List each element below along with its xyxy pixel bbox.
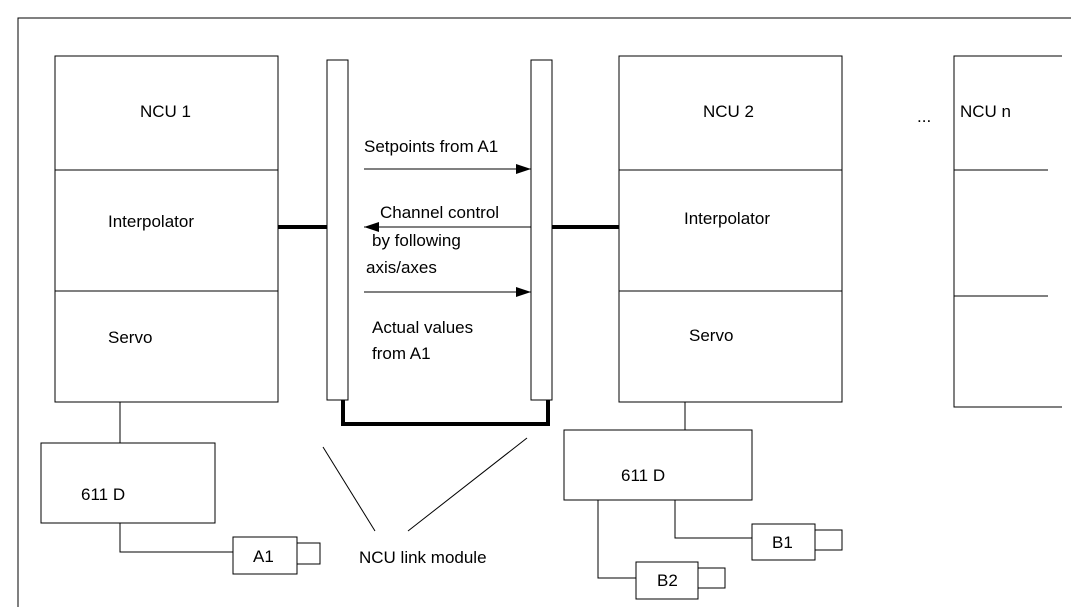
link-connection-bottom <box>341 400 550 426</box>
ncu1-block <box>54 55 279 403</box>
ellipsis-label: ... <box>917 107 931 126</box>
drive1-motor-a1-connection <box>119 523 233 553</box>
link-module-right-bar <box>530 59 553 401</box>
ncun-label: NCU n <box>960 102 1011 121</box>
link-module-pointer-right <box>407 437 528 532</box>
actual-values-label: Actual values from A1 <box>372 318 478 363</box>
channel-control-line-3: axis/axes <box>366 258 437 277</box>
motor-b1-shaft <box>814 529 843 551</box>
link-module-label: NCU link module <box>359 548 487 567</box>
drive1-label: 611 D <box>81 485 125 504</box>
interpolator2-label: Interpolator <box>684 209 770 228</box>
motor-b1 <box>751 523 816 561</box>
motor-a1 <box>232 536 298 575</box>
drive1-block <box>40 442 216 524</box>
setpoints-label: Setpoints from A1 <box>364 137 498 156</box>
diagram-frame <box>17 17 1071 607</box>
servo2-label: Servo <box>689 326 733 345</box>
motor-a1-shaft <box>296 542 321 565</box>
drive2-motor-b1-connection <box>674 500 752 539</box>
interpolator1-label: Interpolator <box>108 212 194 231</box>
ncun-block <box>953 55 1062 408</box>
channel-control-line-2: by following <box>372 231 461 250</box>
actual-values-line-1: Actual values <box>372 318 473 337</box>
link-module-pointer-left <box>322 446 376 532</box>
actual-values-line-2: from A1 <box>372 344 431 363</box>
servo1-label: Servo <box>108 328 152 347</box>
drive2-block <box>563 429 753 501</box>
motor-b1-label: B1 <box>772 533 793 552</box>
link-module-left-bar <box>326 59 349 401</box>
channel-control-line-1: Channel control <box>380 203 499 222</box>
motor-b2 <box>635 561 699 600</box>
ncu2-label: NCU 2 <box>703 102 754 121</box>
channel-control-label: Channel control by following axis/axes <box>366 203 504 277</box>
ncu1-label: NCU 1 <box>140 102 191 121</box>
motor-b2-label: B2 <box>657 571 678 590</box>
ncu2-block <box>618 55 843 403</box>
drive2-motor-b2-connection <box>597 500 636 579</box>
drive2-label: 611 D <box>621 466 665 485</box>
motor-b2-shaft <box>697 567 726 589</box>
motor-a1-label: A1 <box>253 547 274 566</box>
